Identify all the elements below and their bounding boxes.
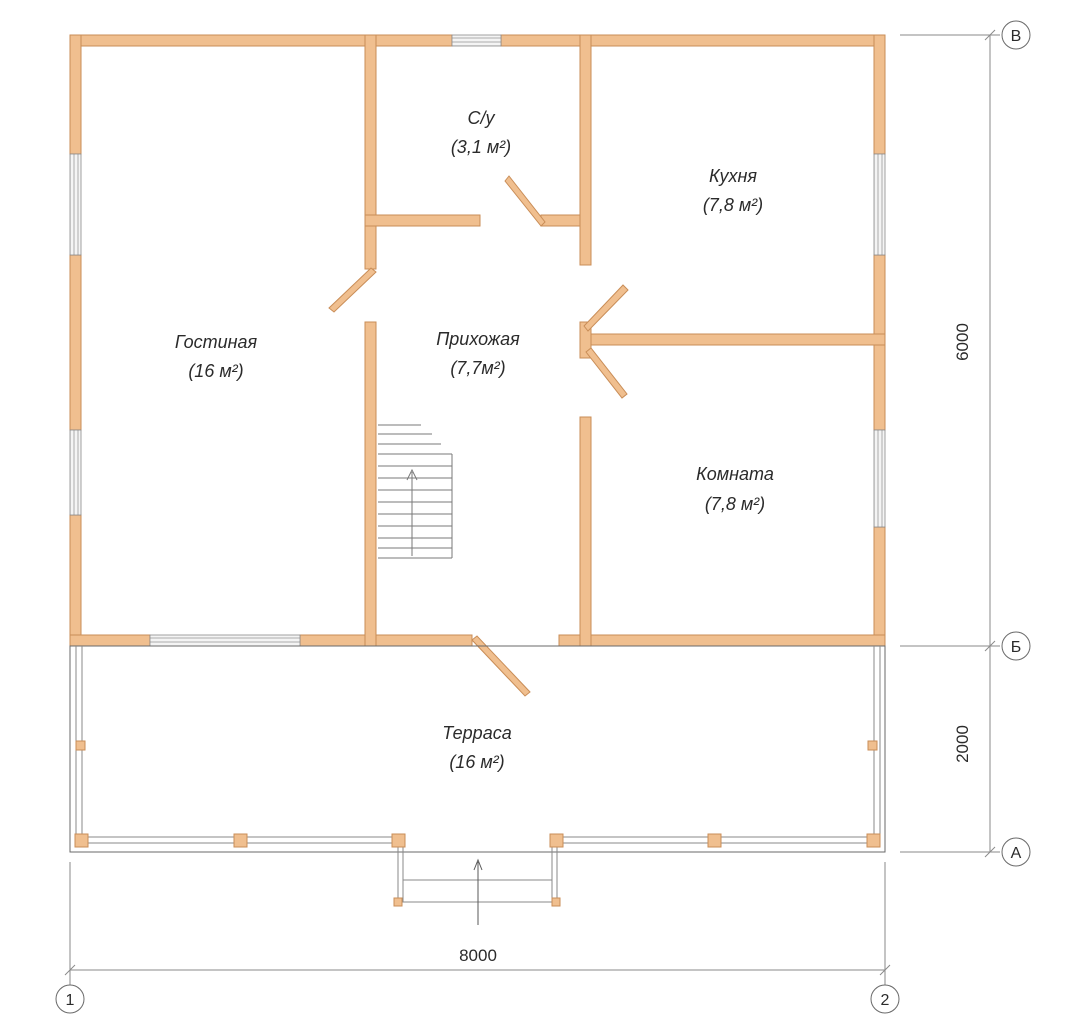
window-left-2	[69, 429, 82, 516]
dimension-width: 8000	[459, 946, 497, 965]
room-hall-area: (7,7м²)	[450, 358, 505, 378]
axis-marker-1	[55, 984, 85, 1014]
wall-wc-bottom-left	[364, 214, 481, 227]
doors	[328, 175, 629, 697]
window-right-2	[873, 429, 886, 528]
axis-label-1: 1	[66, 992, 75, 1009]
room-hall-name: Прихожая	[436, 329, 520, 349]
wall-door-stub	[579, 321, 592, 359]
window-bottom	[149, 634, 301, 647]
door-terrace	[471, 635, 531, 697]
room-room-name: Комната	[696, 464, 774, 484]
room-terrace-name: Терраса	[442, 723, 511, 743]
wall-left-1	[69, 34, 82, 155]
terrace	[69, 645, 886, 925]
axis-label-2: 2	[881, 992, 890, 1009]
windows	[69, 34, 886, 647]
wall-room-left	[579, 416, 592, 647]
dimension-depth-main: 6000	[953, 323, 972, 361]
walls	[69, 34, 886, 647]
window-left-1	[69, 153, 82, 256]
axis-label-v: В	[1011, 28, 1022, 45]
door-living	[328, 267, 377, 313]
entry-arrow-head	[473, 858, 483, 871]
dimension-lines	[64, 29, 1000, 985]
stairs-arrow-head	[406, 468, 418, 481]
wall-right-3	[873, 526, 886, 647]
window-top	[451, 34, 502, 47]
axis-label-b: Б	[1011, 639, 1022, 656]
room-wc-area: (3,1 м²)	[451, 137, 511, 157]
door-room	[585, 347, 628, 399]
room-living-name: Гостиная	[175, 332, 258, 352]
window-right-1	[873, 153, 886, 256]
wall-bottom-1	[69, 634, 151, 647]
room-wc-name: С/у	[468, 108, 496, 128]
wall-kitchen-room	[579, 333, 886, 346]
axis-marker-v	[1001, 20, 1031, 50]
room-kitchen-name: Кухня	[709, 166, 757, 186]
door-kitchen	[583, 284, 629, 332]
dimension-depth-terrace: 2000	[953, 725, 972, 763]
axis-marker-2	[870, 984, 900, 1014]
door-wc	[504, 175, 546, 227]
axis-label-a: А	[1011, 845, 1022, 862]
wall-left-2	[69, 254, 82, 431]
wall-partition-left-bottom	[364, 321, 377, 647]
axis-marker-b	[1001, 631, 1031, 661]
wall-partition-wc-kitchen	[579, 34, 592, 266]
room-terrace-area: (16 м²)	[449, 752, 504, 772]
wall-left-3	[69, 514, 82, 647]
terrace-posts	[74, 740, 881, 907]
axis-markers: В Б А 1 2	[55, 20, 1031, 1014]
wall-bottom-2	[299, 634, 473, 647]
wall-bottom-3	[558, 634, 886, 647]
wall-top-right	[500, 34, 886, 47]
wall-partition-left-top	[364, 34, 377, 270]
room-room-area: (7,8 м²)	[705, 494, 765, 514]
wall-right-1	[873, 34, 886, 155]
axis-marker-a	[1001, 837, 1031, 867]
stairs	[378, 424, 453, 559]
room-living-area: (16 м²)	[188, 361, 243, 381]
room-kitchen-area: (7,8 м²)	[703, 195, 763, 215]
wall-top-left	[69, 34, 453, 47]
